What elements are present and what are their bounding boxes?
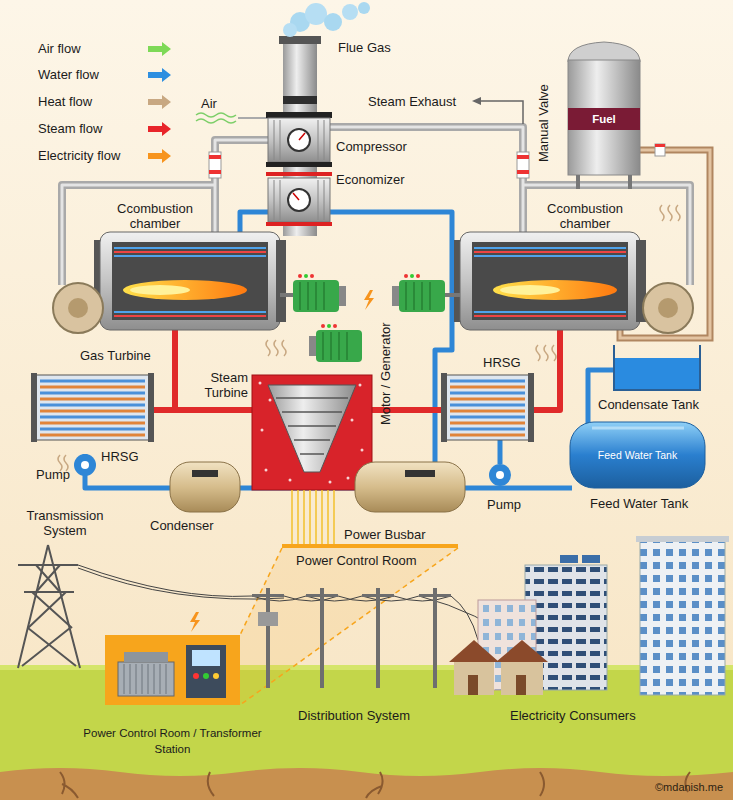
legend-row: Heat flow — [38, 94, 178, 110]
combustion-chamber-left — [94, 232, 286, 330]
hrsg-units — [31, 373, 534, 442]
legend-text: Electricity flow — [38, 148, 120, 163]
fuel-tank-node: Fuel — [568, 38, 640, 175]
fuel-tank — [568, 42, 640, 189]
chamber-label: Ccombustion chamber — [105, 201, 205, 231]
legend-arrow-swatch — [148, 68, 172, 82]
compressor-label: Compressor — [336, 139, 407, 154]
feed-water-tank-node: Feed Water Tank — [570, 422, 705, 488]
combustion-chamber-right — [454, 232, 646, 330]
pump-label: Pump — [487, 497, 521, 512]
legend-arrow-swatch — [148, 149, 172, 163]
legend-text: Heat flow — [38, 94, 92, 109]
busbar-label: Power Busbar — [344, 527, 426, 542]
hrsg-label: HRSG — [483, 355, 521, 370]
copyright-note: ©mdanish.me — [655, 781, 723, 794]
legend-text: Water flow — [38, 67, 99, 82]
turbine-label: Steam Turbine — [190, 370, 248, 400]
legend-row: Air flow — [38, 41, 178, 57]
valve-label: Manual Valve — [536, 84, 551, 162]
compressor-unit — [266, 112, 332, 167]
pump-label: Pump — [36, 467, 70, 482]
transmission-tower — [18, 545, 80, 668]
legend-row: Water flow — [38, 67, 178, 83]
feed-water-tank — [570, 422, 705, 488]
distribution-wires — [78, 565, 520, 645]
turbine-label: Gas Turbine — [80, 348, 151, 363]
distribution-label: Distribution System — [298, 708, 410, 723]
steam-exhaust-label: Steam Exhaust — [368, 94, 456, 109]
consumers-label: Electricity Consumers — [510, 708, 636, 723]
steam-turbine — [252, 375, 372, 490]
chamber-label: Ccombustion chamber — [535, 201, 635, 231]
control-room-box — [105, 635, 240, 705]
buildings — [449, 536, 729, 695]
air-label: Air — [201, 96, 217, 111]
condensate-tank — [614, 345, 700, 390]
legend-arrow-swatch — [148, 95, 172, 109]
flue-gas-label: Flue Gas — [338, 40, 391, 55]
tank-label: Feed Water Tank — [590, 496, 688, 511]
condensers — [170, 462, 465, 544]
generator-label: Motor / Generator — [378, 322, 393, 425]
legend-row: Steam flow — [38, 121, 178, 137]
hrsg-label: HRSG — [101, 449, 139, 464]
control-room-node: Power Control Room / Transformer Station — [105, 635, 240, 705]
economizer-unit — [266, 172, 332, 226]
motor-generators — [280, 274, 460, 362]
node-text: Power Control Room / Transformer Station — [80, 725, 265, 757]
economizer-label: Economizer — [336, 172, 405, 187]
legend-text: Air flow — [38, 41, 81, 56]
legend-arrow-swatch — [148, 122, 172, 136]
power-busbar — [240, 544, 458, 705]
legend-row: Electricity flow — [38, 148, 178, 164]
condenser-label: Condenser — [150, 518, 214, 533]
distribution-poles — [252, 588, 451, 688]
transmission-label: Transmission System — [20, 508, 110, 538]
air-intake-waves — [196, 113, 236, 123]
tank-label: Condensate Tank — [598, 397, 699, 412]
legend-arrow-swatch — [148, 42, 172, 56]
node-text: Fuel — [568, 108, 640, 130]
gas-turbine-fans — [53, 283, 693, 333]
control-room-label: Power Control Room — [296, 553, 417, 568]
steam-exhaust-arrow — [472, 97, 523, 124]
legend-text: Steam flow — [38, 121, 102, 136]
node-text: Feed Water Tank — [570, 422, 705, 488]
